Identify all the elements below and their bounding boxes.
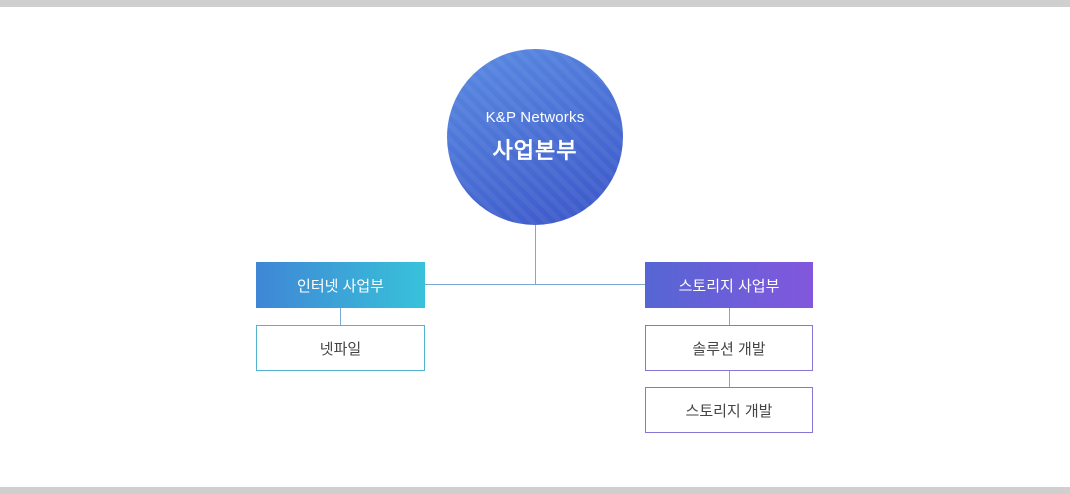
team-box-solution-dev-label: 솔루션 개발 [692,340,766,358]
dept-header-storage: 스토리지 사업부 [645,262,813,308]
root-company-name: K&P Networks [485,109,585,126]
bottom-frame-bar [0,487,1070,494]
dept-header-storage-label: 스토리지 사업부 [678,277,780,295]
connector-storage-child-1 [729,307,730,325]
connector-root-vertical [535,225,536,284]
root-division-name: 사업본부 [492,138,578,163]
team-box-netfile: 넷파일 [256,325,425,371]
connector-internet-child [340,307,341,325]
root-node-circle: K&P Networks 사업본부 [447,49,623,225]
team-box-storage-dev: 스토리지 개발 [645,387,813,433]
dept-header-internet-label: 인터넷 사업부 [297,277,384,295]
team-box-storage-dev-label: 스토리지 개발 [685,402,773,420]
team-box-netfile-label: 넷파일 [319,340,362,358]
team-box-solution-dev: 솔루션 개발 [645,325,813,371]
connector-horizontal [425,284,645,285]
dept-header-internet: 인터넷 사업부 [256,262,425,308]
top-frame-bar [0,0,1070,7]
connector-storage-child-2 [729,370,730,387]
